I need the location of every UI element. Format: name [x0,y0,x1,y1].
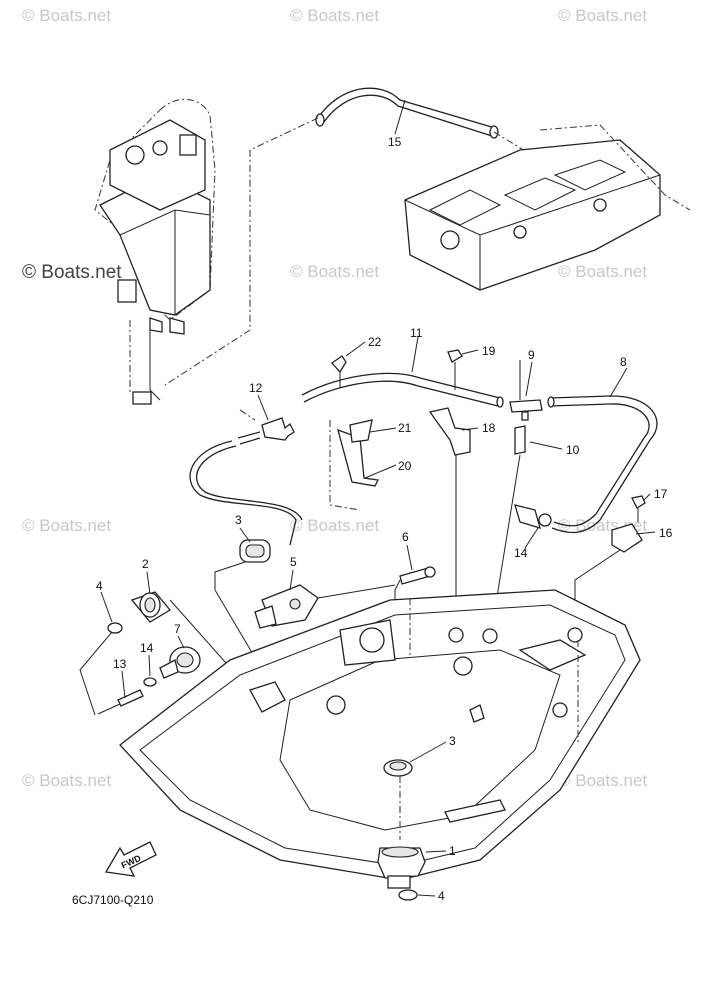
grommet-2 [130,591,251,691]
grommet-3-upper [214,539,281,701]
watermark: © Boats.net [22,6,112,25]
callout-2: 2 [142,557,149,571]
leader-lines [100,99,656,897]
callout-21: 21 [398,421,412,435]
clip-4-left [79,622,123,716]
hose-13 [97,689,144,715]
watermark: © Boats.net [558,262,648,281]
hose-8 [547,395,658,534]
bracket-18-group [428,349,471,630]
grommet-3-lower [383,759,413,840]
bolt-6 [394,566,436,640]
callout-14-left: 14 [140,641,154,655]
callout-labels: 15 11 22 19 9 8 12 21 20 18 10 17 16 14 … [96,135,673,903]
callout-3-lower: 3 [449,734,456,748]
hose-15 [164,87,541,386]
callout-14-right: 14 [514,546,528,560]
hose-11 [301,372,504,408]
callout-8: 8 [620,355,627,369]
callout-4-left: 4 [96,579,103,593]
callout-16: 16 [659,526,673,540]
callout-11: 11 [410,326,423,340]
grommet-7 [159,646,201,679]
callout-19: 19 [482,344,496,358]
callout-7: 7 [174,622,181,636]
callout-1: 1 [449,844,456,858]
watermark: © Boats.net [558,6,648,25]
bottom-cowling [119,589,641,881]
fitting-5 [254,584,396,629]
watermark: © Boats.net [558,771,648,790]
callout-15: 15 [388,135,402,149]
diagram-code: 6CJ7100-Q210 [72,893,154,907]
callout-17: 17 [654,487,668,501]
watermark: © Boats.net [22,516,112,535]
callout-10: 10 [566,443,580,457]
callout-22: 22 [368,335,382,349]
fwd-arrow-icon: FWD [104,841,157,877]
callout-4-lower: 4 [438,889,445,903]
watermark: © Boats.net [290,6,380,25]
callout-5: 5 [290,555,297,569]
watermark: © Boats.net [290,516,380,535]
watermark: © Boats.net [22,771,112,790]
callout-6: 6 [402,530,409,544]
watermark: © Boats.net [290,262,380,281]
vapor-separator-assembly [94,98,216,405]
bracket-20-group [329,355,379,511]
callout-12: 12 [249,381,263,395]
callout-13: 13 [113,657,127,671]
clip-14-right [514,504,552,529]
clip-14-left [143,677,157,687]
callout-18: 18 [482,421,496,435]
watermark: © Boats.net [22,262,122,283]
upper-casing [404,124,691,291]
grommet-1 [377,846,426,889]
callout-20: 20 [398,459,412,473]
callout-9: 9 [528,348,535,362]
callout-3-upper: 3 [235,513,242,527]
clip-4-lower [398,889,418,901]
joint-12 [189,409,303,546]
